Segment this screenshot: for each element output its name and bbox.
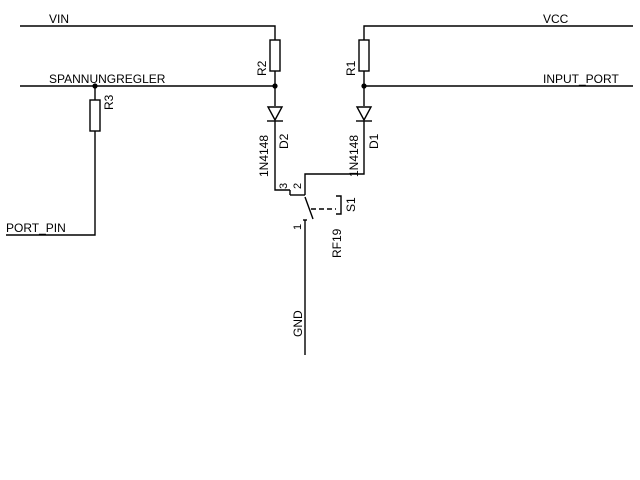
- net-label-gnd: GND: [291, 310, 305, 337]
- wire-port-pin: [6, 131, 96, 236]
- wire-vin: [20, 25, 276, 40]
- switch-value: RF19: [330, 228, 344, 258]
- wire-vcc: [363, 25, 633, 40]
- wires: [6, 25, 633, 355]
- wire-d1-switch: [304, 121, 365, 190]
- switch-pin-2: 2: [292, 183, 304, 189]
- resistor-r2: [269, 39, 281, 72]
- diode-name-d1: D1: [367, 133, 381, 149]
- resistor-label-r3: R3: [102, 94, 116, 110]
- diode-name-d2: D2: [277, 133, 291, 149]
- net-label-vcc: VCC: [543, 12, 569, 26]
- switch-name-s1: S1: [344, 197, 358, 212]
- resistor-r3: [89, 99, 101, 132]
- net-label-input-port: INPUT_PORT: [543, 72, 619, 86]
- resistor-label-r2: R2: [255, 60, 269, 76]
- diode-d2: [266, 106, 284, 122]
- net-label-port-pin: PORT_PIN: [6, 221, 66, 235]
- diode-d1: [355, 106, 373, 122]
- switch-pin-1: 1: [292, 224, 304, 230]
- net-label-vin: VIN: [49, 12, 69, 26]
- junction-dot: [272, 83, 278, 89]
- diode-value-d1: 1N4148: [347, 135, 361, 177]
- switch-pin-3: 3: [278, 183, 290, 189]
- resistor-label-r1: R1: [344, 60, 358, 76]
- junction-dot: [361, 83, 367, 89]
- wire-d2-switch: [274, 121, 290, 191]
- junction-dot: [92, 83, 98, 89]
- switch-s1: [289, 190, 342, 221]
- resistor-r1: [358, 39, 370, 72]
- net-label-spannungsregler: SPANNUNGREGLER: [49, 72, 166, 86]
- diode-value-d2: 1N4148: [257, 135, 271, 177]
